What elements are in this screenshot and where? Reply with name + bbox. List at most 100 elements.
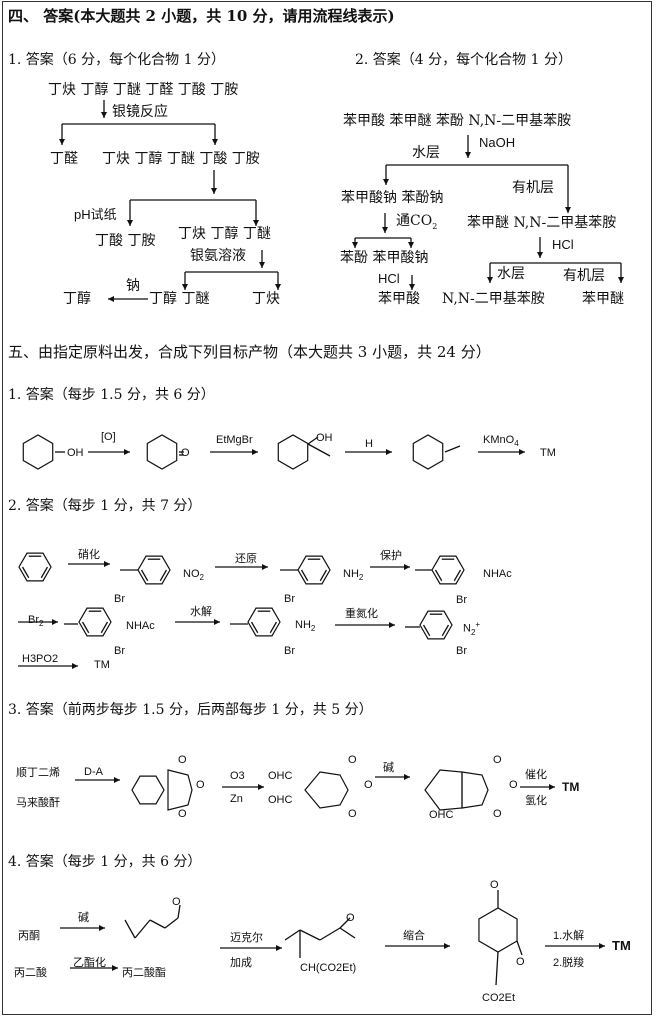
ring-structure: [146, 434, 178, 470]
q2-right2a: N,N-二甲基苯胺: [442, 291, 545, 307]
q2-right2b: 苯甲醚: [582, 291, 624, 307]
s5q3-r2a: O3: [230, 770, 245, 782]
anhydride-ring: [304, 771, 349, 809]
connector-line: [307, 443, 331, 457]
chain-bond: [149, 919, 166, 929]
s5-q4-heading: 4. 答案（每步 1 分，共 6 分）: [8, 854, 202, 870]
arrowhead-icon: [52, 619, 58, 625]
arrowhead-icon: [537, 252, 543, 258]
q2-reagent1: NaOH: [479, 135, 516, 150]
s5q2-no2: NO: [183, 568, 200, 580]
s5q2-br1: Br: [114, 593, 125, 605]
q2-left3: 苯甲酸: [378, 291, 420, 307]
s5q1-o: O: [181, 447, 190, 459]
arrowhead-icon: [124, 449, 130, 455]
q1-left2: 丁酸 丁胺: [95, 233, 156, 249]
q1-reagent4: 钠: [126, 278, 140, 294]
chain-bond: [319, 927, 341, 941]
s5q3-o2: O: [196, 779, 205, 791]
s5q2-r5: 水解: [190, 606, 212, 618]
s5q3-o1: O: [178, 754, 187, 766]
arrowhead-icon: [101, 112, 107, 118]
s5-q3-heading: 3. 答案（前两步每步 1.5 分，后两部每步 1 分，共 5 分）: [8, 702, 373, 718]
ring-structure: [297, 555, 331, 585]
s5q2-br3: Br: [284, 593, 295, 605]
s5q4-r1: 碱: [78, 912, 89, 924]
s5q3-sm1: 顺丁二烯: [16, 767, 60, 779]
s5q3-o5: O: [364, 779, 373, 791]
arrowhead-icon: [72, 663, 78, 669]
connector-line: [307, 436, 319, 445]
arrowhead-icon: [599, 943, 605, 949]
s5q2-nh2b: NH: [295, 619, 311, 631]
arrowhead-icon: [519, 449, 525, 455]
s5q3-r4a: 催化: [525, 769, 547, 781]
q1-left1: 丁醛: [50, 151, 78, 167]
s5q4-o4: O: [516, 956, 525, 968]
s5q4-co2et: CO2Et: [482, 992, 516, 1004]
q1-right2: 丁炔 丁醇 丁醚: [178, 226, 271, 242]
ring-structure: [419, 610, 453, 640]
chain-bond: [124, 919, 136, 939]
arrowhead-icon: [262, 564, 268, 570]
arrowhead-icon: [258, 784, 264, 790]
arrowhead-icon: [565, 207, 571, 213]
s5q4-r5b: 2.脱羧: [553, 957, 585, 969]
s5q2-nhac2: NHAc: [126, 620, 155, 632]
cyclopentene-ring: [424, 769, 463, 811]
s5q1-r2: EtMgBr: [216, 434, 253, 446]
ester-bond: [495, 951, 499, 986]
double-bond: [40, 566, 49, 579]
ring-structure: [431, 555, 465, 585]
arrowhead-icon: [382, 227, 388, 233]
arrowhead-icon: [275, 284, 281, 290]
arrowhead-icon: [259, 262, 265, 268]
carbonyl-bond: [516, 940, 523, 956]
s5q2-r4: Br: [28, 614, 39, 626]
anhydride-ring: [461, 771, 489, 809]
arrowhead-icon: [108, 296, 114, 302]
arrowhead-icon: [211, 188, 217, 194]
q2-heading: 2. 答案（4 分，每个化合物 1 分）: [355, 52, 572, 68]
s5q4-r3a: 迈克尔: [230, 932, 263, 944]
carbonyl-bond: [177, 904, 181, 919]
chain-bond: [134, 919, 151, 939]
s5q2-br2: Br: [114, 645, 125, 657]
s5q1-oh2: OH: [316, 432, 333, 444]
double-bond: [100, 621, 109, 634]
s5q2-r6: 重氮化: [345, 608, 378, 620]
arrowhead-icon: [409, 284, 415, 290]
s5q3-r3: 碱: [383, 762, 394, 774]
ring-structure: [277, 434, 309, 470]
arrowhead-icon: [404, 564, 410, 570]
s5q3-cho1: OHC: [268, 770, 293, 782]
section4-title: 四、 答案(本大题共 2 小题，共 10 分，请用流程线表示): [8, 7, 395, 25]
arrowhead-icon: [182, 284, 188, 290]
arrowhead-icon: [389, 622, 395, 628]
s5q4-ch: CH(CO2Et): [300, 962, 357, 974]
s5q2-nh2: NH: [343, 568, 359, 580]
double-bond: [453, 569, 462, 582]
s5q4-r5a: 1.水解: [553, 930, 585, 942]
arrowhead-icon: [276, 945, 282, 951]
q1-heading: 1. 答案（6 分，每个化合物 1 分）: [8, 52, 225, 68]
s5q2-n2: N: [463, 622, 471, 635]
s5q2-br6: Br: [456, 645, 467, 657]
double-bond: [422, 624, 431, 637]
q2-reagent3: HCl: [552, 237, 574, 252]
s5q3-o9: O: [493, 808, 502, 820]
s5q4-o3: O: [490, 879, 499, 891]
section5-title: 五、由指定原料出发，合成下列目标产物（本大题共 3 小题，共 24 分）: [8, 343, 491, 361]
double-bond: [300, 569, 309, 582]
s5-q1-heading: 1. 答案（每步 1.5 分，共 6 分）: [8, 387, 215, 403]
s5q3-cho3: OHC: [429, 809, 454, 821]
s5q4-o1: O: [172, 896, 181, 908]
q2-right1: 苯甲醚 N,N-二甲基苯胺: [467, 215, 617, 231]
double-bond: [250, 621, 259, 634]
q2-aqueous2: 水层: [497, 266, 525, 282]
double-bond: [140, 569, 149, 582]
double-bond: [81, 621, 90, 634]
double-bond: [21, 566, 30, 579]
ring-structure: [22, 434, 54, 470]
connector-line: [444, 445, 461, 453]
